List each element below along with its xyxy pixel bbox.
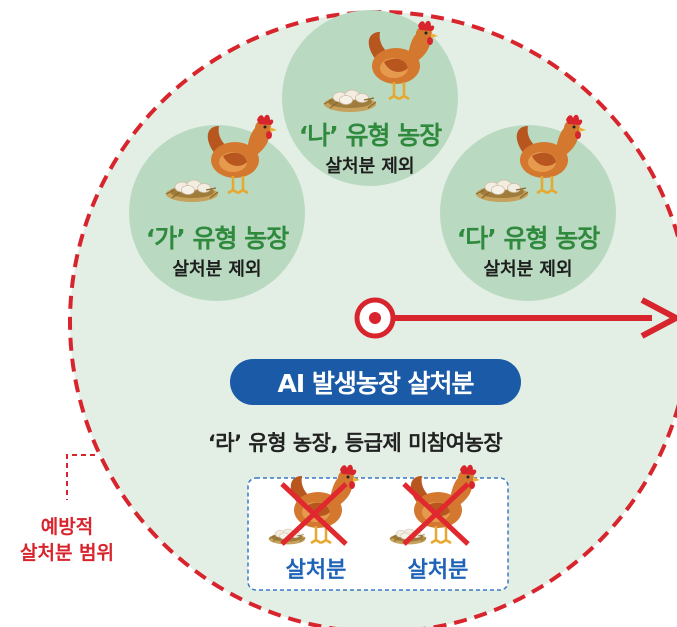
farm-na-subtitle: 살처분 제외 (325, 156, 415, 177)
farm-na-title: ‘나’ 유형 농장 (298, 121, 442, 150)
ai-outbreak-banner: AI 발생농장 살처분 (230, 359, 521, 405)
farm-da-title: ‘다’ 유형 농장 (456, 224, 600, 253)
farm-ga-subtitle: 살처분 제외 (172, 259, 262, 280)
target-icon (354, 297, 396, 339)
cull-label: 살처분 (407, 558, 469, 583)
cross-mark-icon (402, 482, 470, 546)
cross-mark-icon (280, 482, 348, 546)
radius-arrow (393, 297, 677, 339)
scope-label-line2: 살처분 범위 (19, 542, 114, 564)
scope-label-line1: 예방적 (40, 516, 94, 538)
farm-da-subtitle: 살처분 제외 (483, 259, 573, 280)
scope-leader-line (66, 454, 95, 500)
ra-type-farm-text: ‘라’ 유형 농장, 등급제 미참여농장 (207, 431, 503, 455)
cull-label: 살처분 (285, 558, 347, 583)
farm-ga-bubble (129, 125, 305, 301)
farm-ga-title: ‘가’ 유형 농장 (145, 224, 289, 253)
farm-da-bubble (440, 125, 616, 301)
